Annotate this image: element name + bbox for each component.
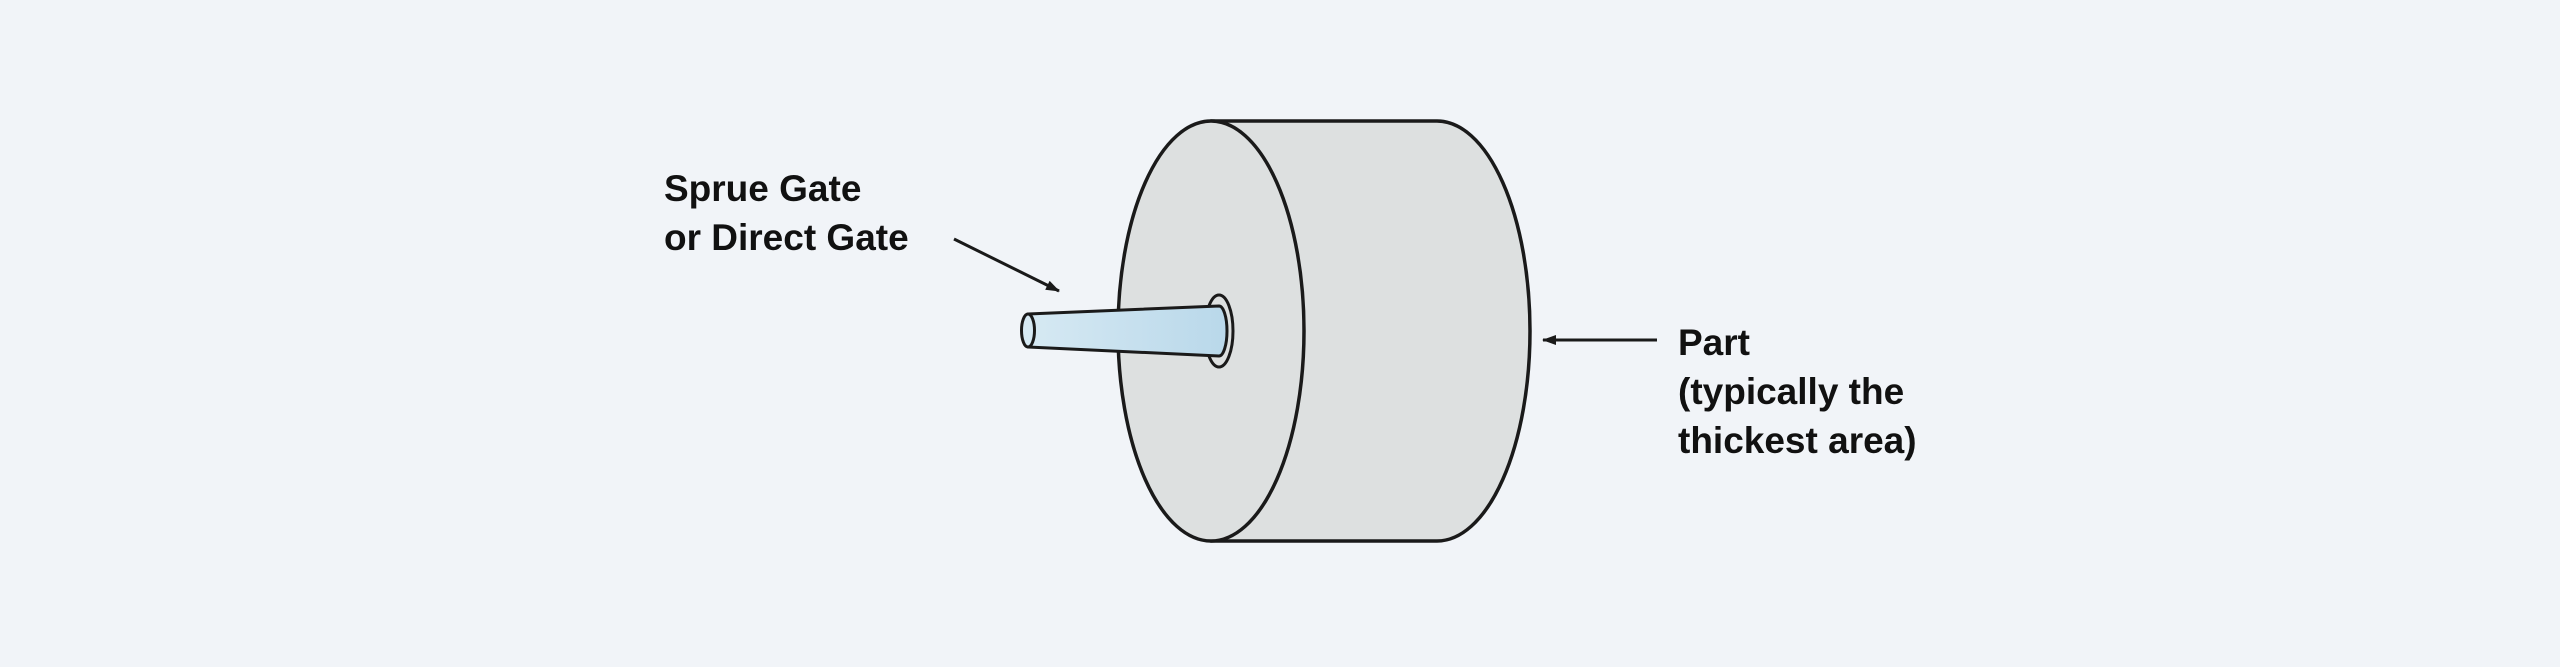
sprue-cone	[1026, 304, 1229, 358]
sprue-gate-pointer-arrow	[953, 237, 1060, 293]
part-label-line3: thickest area)	[1678, 420, 1917, 461]
cylinder-part	[1116, 119, 1532, 543]
part-label-line2: (typically the	[1678, 371, 1905, 412]
part-label-line1: Part	[1678, 322, 1750, 363]
sprue-gate-label: Sprue Gate or Direct Gate	[664, 164, 909, 262]
sprue-gate-label-line2: or Direct Gate	[664, 217, 909, 258]
sprue-tip-end	[1020, 312, 1036, 349]
part-label: Part (typically the thickest area)	[1678, 318, 1917, 465]
sprue-gate-label-line1: Sprue Gate	[664, 168, 862, 209]
sprue-gate	[1020, 293, 1235, 369]
